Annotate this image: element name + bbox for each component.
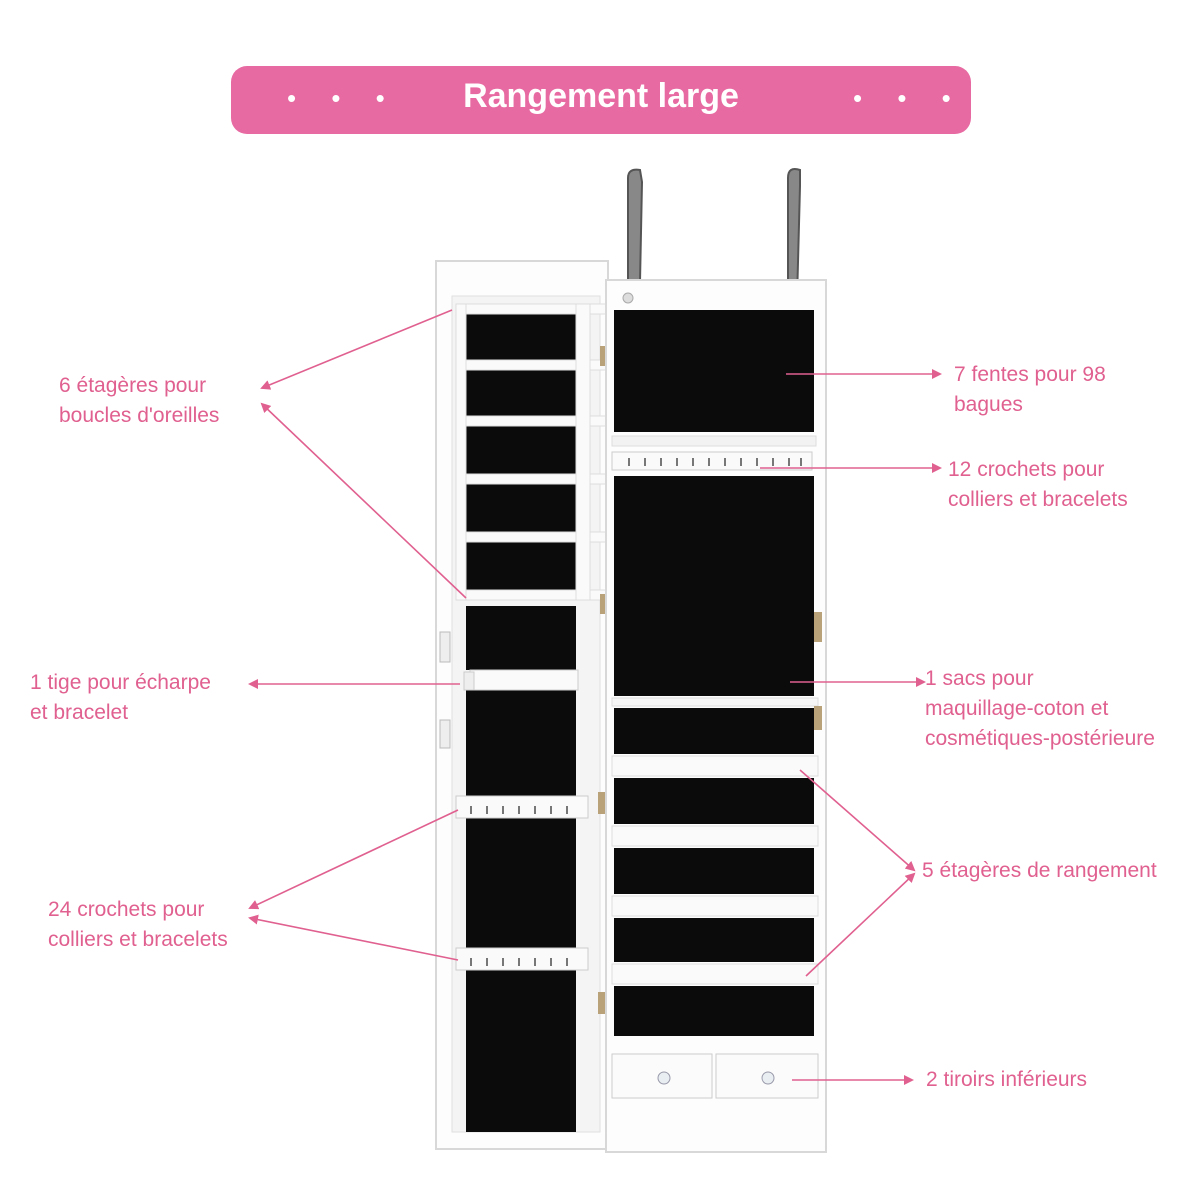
crystal-knob-icon — [761, 1071, 775, 1085]
banner-dots-right: • • • — [853, 83, 965, 113]
label-back-pocket: 1 sacs pour maquillage-coton et cosmétiq… — [925, 667, 1155, 750]
banner-dots-left: • • • — [287, 83, 399, 113]
lock-icon — [622, 292, 634, 304]
cabinet-door — [435, 260, 609, 1150]
door-hangers — [627, 168, 801, 301]
pointer-lines — [248, 309, 942, 1085]
crystal-knob-icon — [657, 1071, 671, 1085]
label-door-hooks: 24 crochets pour colliers et bracelets — [48, 898, 228, 951]
label-storage-shelves: 5 étagères de rangement — [922, 859, 1157, 882]
label-scarf-bar: 1 tige pour écharpe et bracelet — [30, 671, 211, 724]
label-drawers: 2 tiroirs inférieurs — [926, 1068, 1088, 1091]
cabinet-body — [605, 279, 827, 1153]
title-banner: • • • Rangement large • • • — [231, 66, 971, 134]
label-earring-shelves: 6 étagères pour boucles d'oreilles — [59, 374, 220, 427]
label-ring-slots: 7 fentes pour 98 bagues — [954, 363, 1106, 416]
label-necklace-hooks: 12 crochets pour colliers et bracelets — [948, 458, 1128, 511]
banner-title: Rangement large — [463, 77, 739, 115]
